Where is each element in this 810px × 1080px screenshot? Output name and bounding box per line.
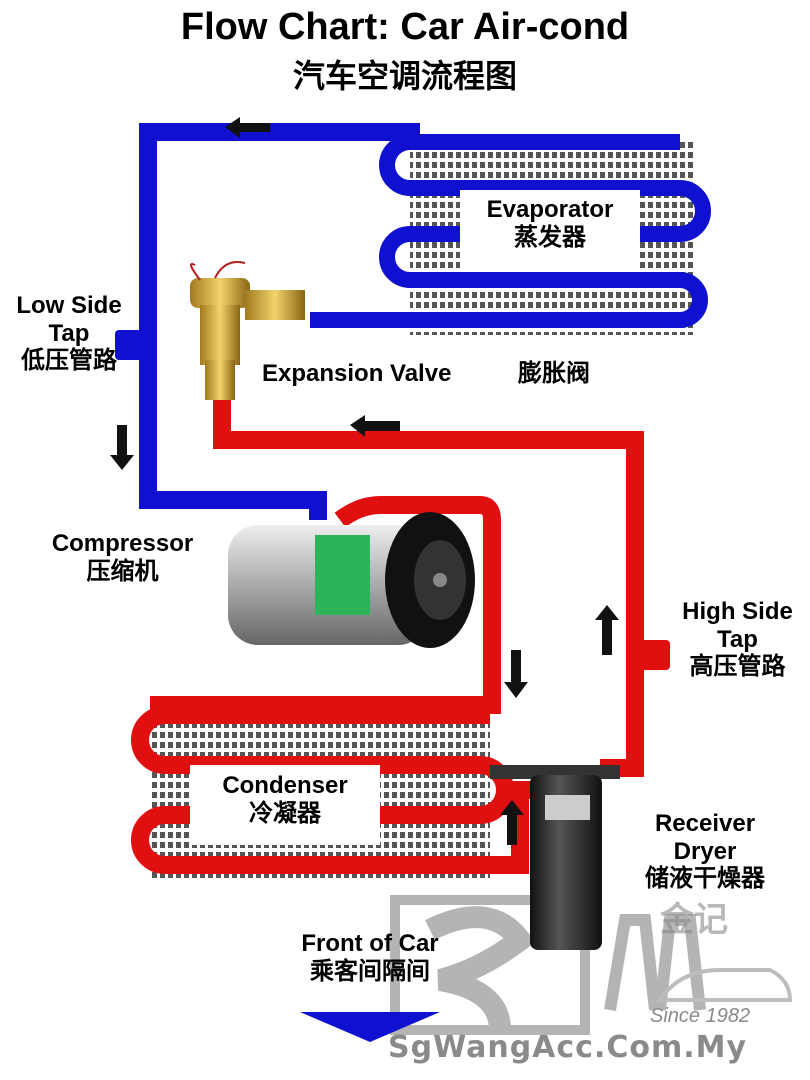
diagram-title-zh: 汽车空调流程图 [292, 57, 517, 95]
low-side-tap-zh: 低压管路 [21, 346, 117, 375]
watermark-logo-zh: 金记 [660, 900, 728, 940]
high-side-tap-label: High Side Tap 高压管路 [665, 598, 810, 681]
receiver-dryer-line2: Dryer [673, 837, 737, 865]
condenser-label: Condenser 冷凝器 [190, 772, 380, 827]
expansion-valve-label: Expansion Valve [262, 360, 452, 387]
watermark-since: Since 1982 [650, 1005, 751, 1027]
condenser-coil [131, 706, 535, 874]
evaporator-label-zh: 蒸发器 [514, 222, 586, 251]
high-side-tap [640, 640, 670, 670]
front-of-car-label: Front of Car 乘客间隔间 [285, 930, 455, 985]
receiver-dryer-zh: 储液干燥器 [645, 864, 765, 893]
condenser-label-en: Condenser [222, 772, 348, 799]
expansion-valve-image [190, 261, 305, 400]
condenser-label-box [190, 765, 380, 845]
low-side-tap [115, 330, 145, 360]
evaporator-coil [310, 134, 711, 328]
flow-arrow-left-mid [350, 415, 400, 437]
compressor-label-zh: 压缩机 [86, 556, 159, 585]
flow-arrow-up-receiver [500, 800, 524, 845]
flow-arrow-down-discharge [504, 650, 528, 698]
receiver-dryer-line1: Receiver [654, 810, 756, 837]
compressor-label: Compressor 压缩机 [30, 530, 215, 585]
front-of-car-arrow [300, 1012, 440, 1042]
evaporator-label: Evaporator 蒸发器 [460, 196, 640, 251]
receiver-dryer-label: Receiver Dryer 储液干燥器 [630, 810, 780, 893]
watermark-site: SgWangAcc.Com.My [388, 1030, 748, 1065]
diagram-title: Flow Chart: Car Air-cond [180, 6, 630, 48]
watermark-logo [390, 895, 793, 1035]
high-side-tap-zh: 高压管路 [689, 652, 786, 681]
low-side-tap-line1: Low Side [16, 292, 122, 319]
compressor-image [228, 512, 475, 648]
high-side-tap-line2: Tap [717, 625, 758, 653]
high-pressure-line-liquid [213, 395, 644, 777]
flow-arrow-up-high [595, 605, 619, 655]
flow-arrow-down-low [110, 425, 134, 470]
receiver-dryer-image [490, 765, 620, 950]
low-side-tap-label: Low Side Tap 低压管路 [0, 292, 138, 375]
front-of-car-en: Front of Car [301, 930, 439, 957]
low-side-tap-line2: Tap [48, 319, 90, 347]
front-of-car-zh: 乘客间隔间 [310, 956, 430, 985]
condenser-label-zh: 冷凝器 [249, 798, 321, 827]
flow-arrow-left-top [225, 117, 270, 138]
evaporator-label-en: Evaporator [486, 196, 614, 223]
compressor-label-en: Compressor [51, 530, 194, 557]
evaporator-label-box [460, 190, 640, 270]
high-side-tap-line1: High Side [682, 598, 793, 625]
expansion-valve-label-zh: 膨胀阀 [518, 359, 590, 387]
high-pressure-line-discharge [150, 496, 501, 714]
